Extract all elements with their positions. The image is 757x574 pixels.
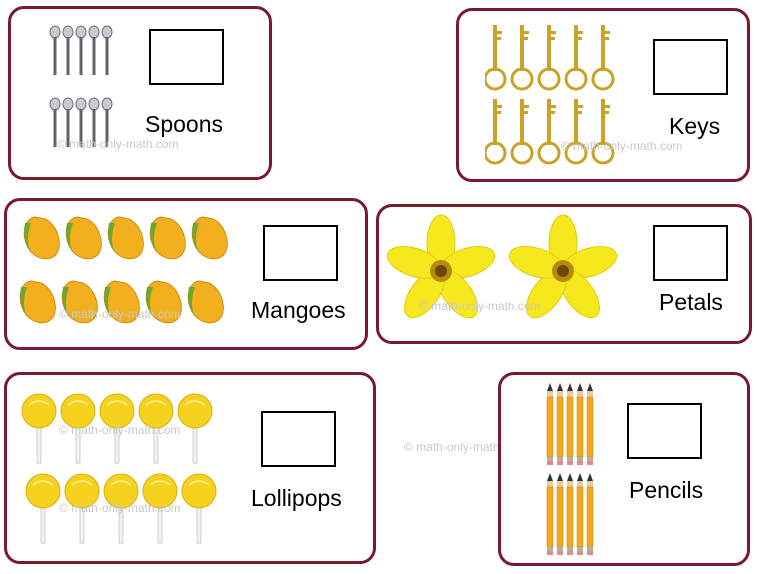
lollipop-icon-group (21, 393, 217, 544)
spoon-icon (49, 25, 113, 76)
card-mangoes: Mangoes © math-only-math.com (4, 198, 368, 350)
answer-box-keys[interactable] (653, 39, 728, 95)
pencil-icon-group (546, 382, 594, 556)
watermark: © math-only-math.com (404, 440, 526, 454)
card-keys: Keys © math-only-math.com (456, 8, 750, 182)
flower-icon-group (385, 214, 622, 326)
label-petals: Petals (659, 289, 723, 315)
mango-icon (23, 216, 228, 260)
answer-box-mangoes[interactable] (263, 225, 338, 281)
label-keys: Keys (669, 113, 721, 139)
label-pencils: Pencils (629, 477, 704, 503)
card-petals: Petals © math-only-math.com (376, 204, 752, 344)
watermark: © math-only-math.com (419, 299, 541, 313)
answer-box-lollipops[interactable] (261, 411, 336, 467)
watermark: © math-only-math.com (59, 307, 181, 321)
mango-icon-group (19, 216, 228, 324)
watermark: © math-only-math.com (59, 501, 181, 515)
key-icon (485, 23, 615, 91)
watermark: © math-only-math.com (59, 423, 181, 437)
label-mangoes: Mangoes (251, 297, 346, 323)
answer-box-pencils[interactable] (627, 403, 702, 459)
key-icon (485, 97, 615, 165)
watermark: © math-only-math.com (57, 137, 179, 151)
pencil-icon (546, 472, 594, 556)
card-pencils: Pencils (498, 372, 750, 566)
card-lollipops: Lollipops © math-only-math.com © math-on… (4, 372, 376, 564)
watermark: © math-only-math.com (561, 139, 683, 153)
answer-box-spoons[interactable] (149, 29, 224, 85)
label-spoons: Spoons (145, 111, 224, 137)
card-spoons: Spoons © math-only-math.com (8, 6, 272, 180)
answer-box-petals[interactable] (653, 225, 728, 281)
key-icon-group (485, 23, 615, 165)
pencil-icon (546, 382, 594, 466)
label-lollipops: Lollipops (251, 485, 342, 511)
